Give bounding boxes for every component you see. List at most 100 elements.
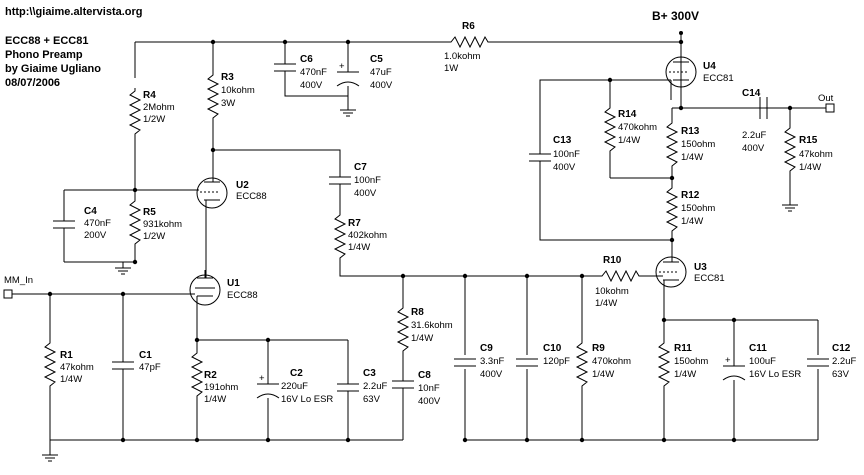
r5-symbol [128,198,142,248]
r8-symbol [396,305,410,355]
c13-value: 100nF [553,149,580,160]
r3-symbol [206,72,220,122]
r13-value: 150ohm [681,139,715,150]
c12-symbol [807,358,829,367]
c2-polarity: + [259,373,265,384]
r7-rating: 1/4W [348,242,370,253]
u4-triode-symbol [664,56,697,100]
r15-symbol [783,125,797,175]
r7-value: 402kohm [348,230,387,241]
r8-rating: 1/4W [411,333,433,344]
input-terminal [3,289,13,299]
r10-ref: R10 [603,255,622,266]
resistors [43,35,797,400]
c14-rating: 400V [742,143,765,154]
labels: R1 47kohm 1/4W C1 47pF R2 191ohm 1/4W C2… [60,21,856,407]
c9-rating: 400V [480,369,503,380]
output-terminal [825,103,835,113]
c8-rating: 400V [418,396,441,407]
c3-rating: 63V [363,394,381,405]
supply-label: B+ 300V [652,9,699,23]
c11-ref: C11 [749,343,767,354]
r5-ref: R5 [143,207,156,218]
c11-symbol [722,365,746,381]
c2-ref: C2 [290,368,303,379]
c13-rating: 400V [553,162,576,173]
tubes [183,56,697,310]
u4-ref: U4 [703,61,716,72]
u3-type: ECC81 [694,273,725,284]
r1-value: 47kohm [60,362,94,373]
c6-value: 470nF [300,67,327,78]
c12-ref: C12 [832,343,851,354]
ground-symbol [115,267,131,275]
r10-symbol [599,269,641,283]
r15-value: 47kohm [799,149,833,160]
ground-symbol [42,454,58,462]
u1-type: ECC88 [227,290,258,301]
junction-dots [47,39,793,443]
u2-type: ECC88 [236,191,267,202]
c3-symbol [337,380,359,394]
r13-rating: 1/4W [681,152,703,163]
r12-value: 150ohm [681,203,715,214]
r14-ref: R14 [618,109,637,120]
c5-polarity: + [339,61,345,72]
c7-value: 100nF [354,175,381,186]
c14-value: 2.2uF [742,130,766,141]
r15-ref: R15 [799,135,818,146]
r6-ref: R6 [462,21,475,32]
schematic-subtitle: Phono Preamp [5,49,83,61]
r12-rating: 1/4W [681,216,703,227]
capacitors: + + + [53,58,829,399]
r1-rating: 1/4W [60,374,82,385]
output-terminal-label: Out [818,93,834,104]
u3-ref: U3 [694,262,707,273]
c12-value: 2.2uF [832,356,856,367]
supply-node [679,31,683,35]
ground-symbol [340,109,356,117]
r1-ref: R1 [60,350,73,361]
r11-symbol [657,340,671,390]
r15-rating: 1/4W [799,162,821,173]
r9-symbol [575,340,589,390]
r14-rating: 1/4W [618,135,640,146]
r11-ref: R11 [674,343,692,354]
r2-rating: 1/4W [204,394,226,405]
c11-value: 100uF [749,356,776,367]
c10-symbol [516,358,538,367]
u3-triode-symbol [652,255,687,292]
ground-symbols [42,109,798,462]
u1-triode-symbol [185,270,221,310]
c11-polarity: + [725,355,731,366]
r13-ref: R13 [681,126,700,137]
r3-rating: 3W [221,98,235,109]
c12-rating: 63V [832,369,850,380]
u2-ref: U2 [236,180,249,191]
c5-value: 47uF [370,67,392,78]
r4-value: 2Mohm [143,102,175,113]
c8-symbol [392,378,414,392]
r13-symbol [665,120,679,170]
r5-rating: 1/2W [143,231,165,242]
author-line: by Giaime Ugliano [5,63,101,75]
header: http:\\giaime.altervista.org ECC88 + ECC… [5,6,699,89]
c5-ref: C5 [370,54,383,65]
r4-symbol [128,88,142,138]
r12-ref: R12 [681,190,700,201]
c4-rating: 200V [84,230,107,241]
c2-symbol [256,383,280,399]
r6-rating: 1W [444,63,458,74]
r2-ref: R2 [204,370,217,381]
c9-value: 3.3nF [480,356,504,367]
r8-ref: R8 [411,307,424,318]
c13-ref: C13 [553,135,572,146]
r2-symbol [190,350,204,400]
r7-ref: R7 [348,218,361,229]
r12-symbol [665,185,679,235]
r4-ref: R4 [143,90,156,101]
c8-value: 10nF [418,383,440,394]
r14-symbol [603,105,617,155]
c5-rating: 400V [370,80,393,91]
